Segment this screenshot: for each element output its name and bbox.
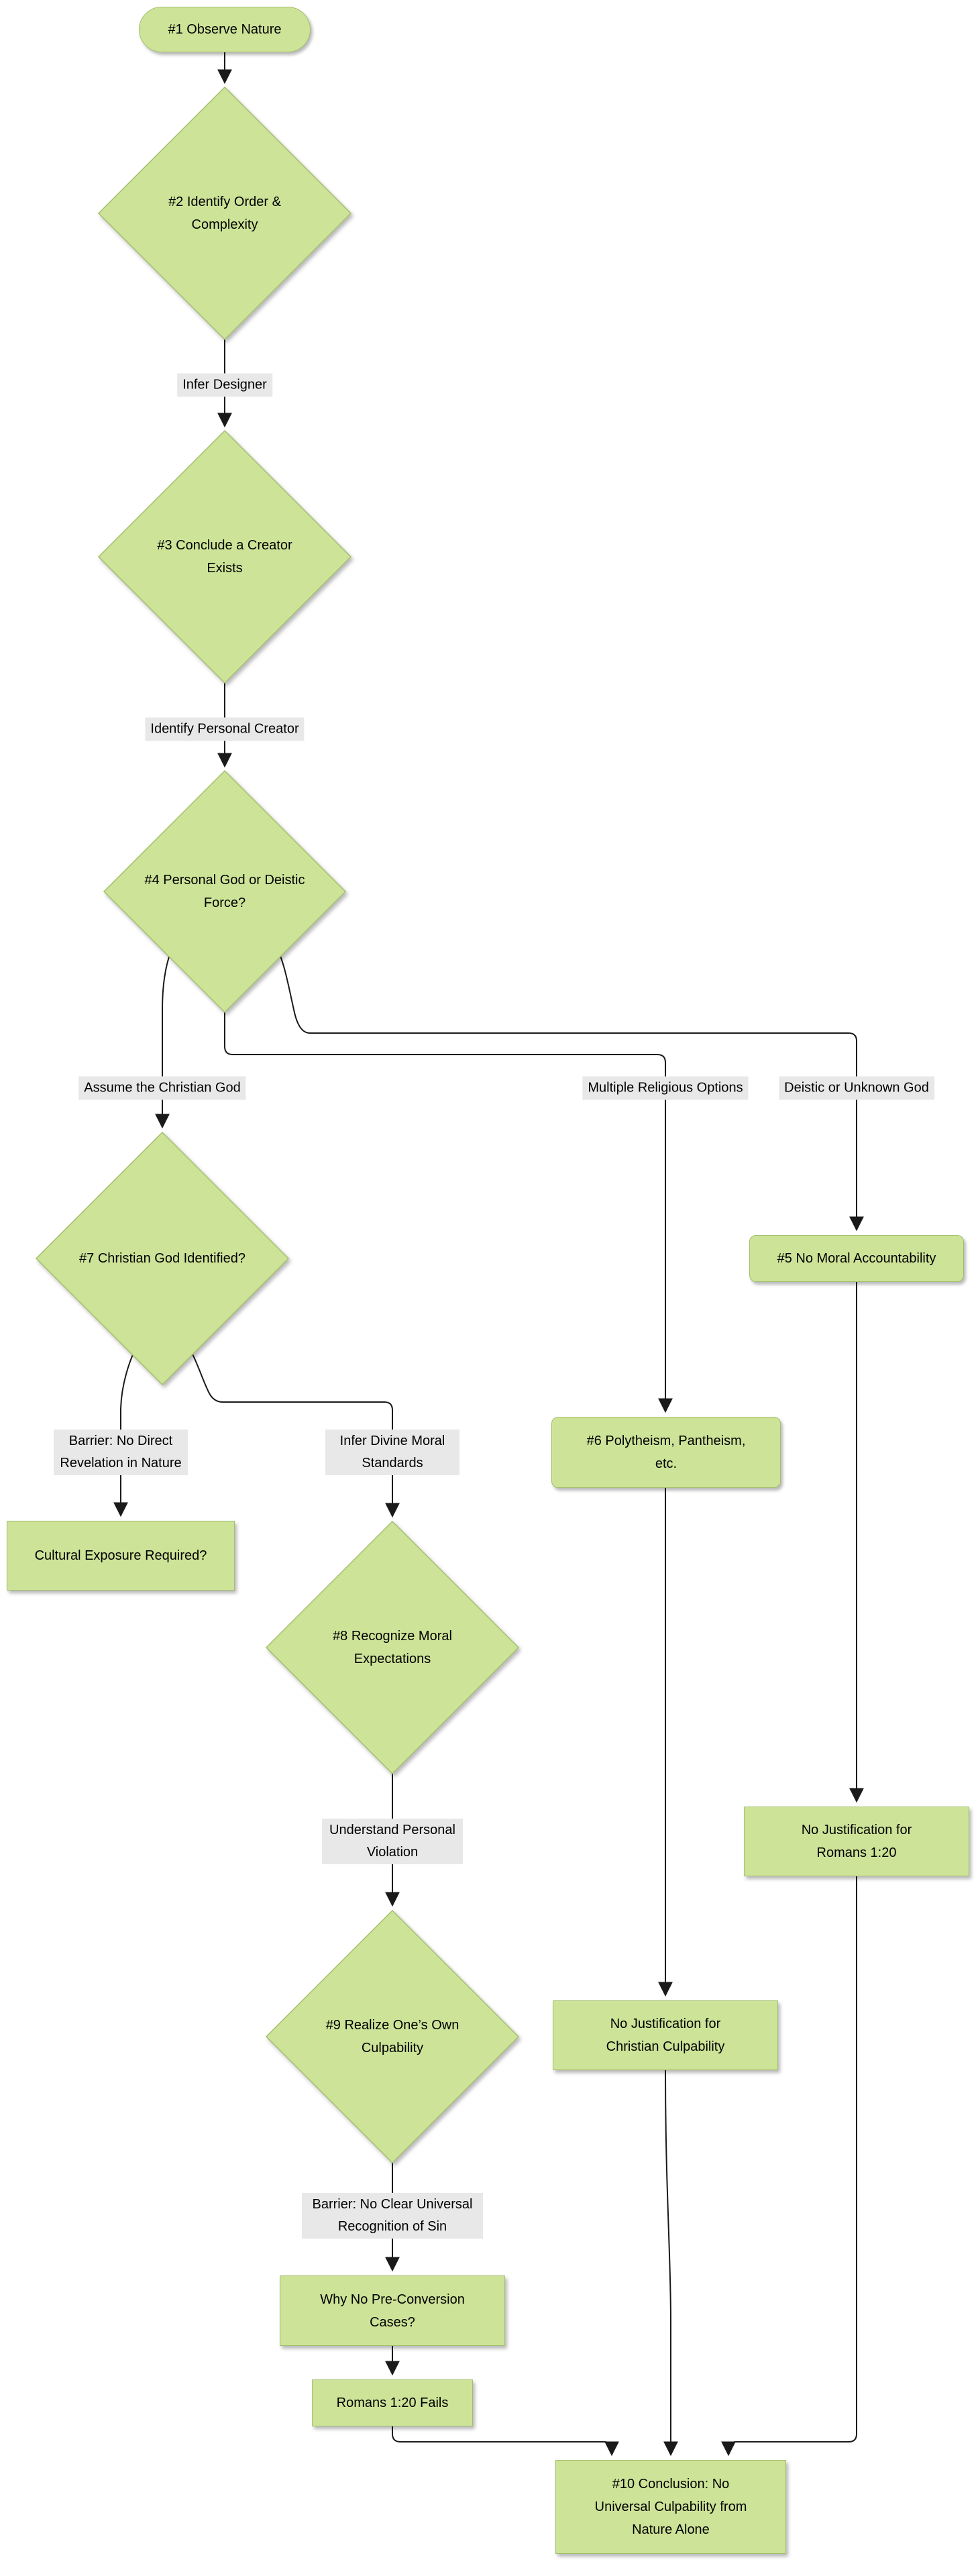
edge-label-text: Deistic or Unknown God	[784, 1080, 929, 1095]
edge-label-barrier-no-clear-universal: Barrier: No Clear Universal Recognition …	[302, 2193, 483, 2239]
edge-label-deistic-or-unknown-god: Deistic or Unknown God	[779, 1076, 934, 1100]
node-romans-fails-label: Romans 1:20 Fails	[336, 2396, 449, 2410]
node-4-personal-god-or-deistic: #4 Personal God or Deistic Force?	[134, 846, 315, 937]
node-no-justification-romans-label: No Justification for Romans 1:20	[801, 1823, 912, 1860]
node-no-justification-christian-label: No Justification for Christian Culpabili…	[606, 2017, 725, 2054]
edge-christian-god-to-cultural-exposure	[113, 1340, 140, 1517]
edge-label-text: Understand Personal Violation	[329, 1823, 455, 1860]
node-8-label: #8 Recognize Moral Expectations	[333, 1629, 452, 1666]
node-romans-fails: Romans 1:20 Fails	[312, 2379, 473, 2426]
node-6-label: #6 Polytheism, Pantheism, etc.	[586, 1434, 746, 1471]
edge-label-multiple-religious-options: Multiple Religious Options	[582, 1076, 749, 1100]
diamond-recognize-moral	[265, 1520, 520, 1775]
node-7-christian-god-identified: #7 Christian God Identified?	[48, 1213, 276, 1304]
node-5-no-moral-accountability: #5 No Moral Accountability	[749, 1235, 964, 1282]
edge-label-understand-personal-violation: Understand Personal Violation	[322, 1819, 463, 1864]
edge-label-barrier-no-direct-revelation: Barrier: No Direct Revelation in Nature	[54, 1430, 188, 1475]
edge-label-identify-personal-creator: Identify Personal Creator	[145, 717, 305, 741]
node-why-no-pre-conversion-cases: Why No Pre-Conversion Cases?	[280, 2275, 505, 2346]
node-5-label: #5 No Moral Accountability	[777, 1251, 936, 1266]
edge-label-assume-christian-god: Assume the Christian God	[78, 1076, 246, 1100]
node-1-label: #1 Observe Nature	[168, 22, 282, 37]
edge-label-text: Multiple Religious Options	[588, 1080, 743, 1095]
edge-label-text: Identify Personal Creator	[150, 721, 299, 737]
edge-label-infer-designer: Infer Designer	[177, 373, 272, 397]
diamond-identify-order	[97, 86, 352, 341]
edge-label-text: Infer Divine Moral Standards	[339, 1434, 445, 1470]
node-2-identify-order: #2 Identify Order & Complexity	[144, 168, 305, 259]
node-1-observe-nature: #1 Observe Nature	[139, 7, 311, 52]
node-3-label: #3 Conclude a Creator Exists	[157, 538, 292, 576]
edge-label-text: Infer Designer	[182, 377, 267, 392]
diamond-personal-god	[103, 769, 347, 1014]
edge-personal-god-to-no-moral-accountability	[273, 940, 864, 1232]
edge-christian-god-to-recognize-moral	[184, 1340, 400, 1518]
node-9-label: #9 Realize One’s Own Culpability	[325, 2018, 459, 2055]
node-7-label: #7 Christian God Identified?	[79, 1251, 246, 1266]
edge-label-text: Barrier: No Direct Revelation in Nature	[60, 1434, 182, 1470]
node-no-justification-romans: No Justification for Romans 1:20	[744, 1807, 969, 1876]
node-8-recognize-moral-expectations: #8 Recognize Moral Expectations	[315, 1602, 470, 1693]
edge-no-justification-romans-to-conclusion	[721, 1876, 857, 2457]
node-cultural-label: Cultural Exposure Required?	[34, 1548, 207, 1563]
node-9-realize-culpability: #9 Realize One’s Own Culpability	[312, 1991, 473, 2082]
node-4-label: #4 Personal God or Deistic Force?	[144, 873, 305, 910]
diamond-realize-culpability	[265, 1909, 520, 2164]
edge-personal-god-to-polytheism	[224, 1012, 673, 1413]
node-cultural-exposure-required: Cultural Exposure Required?	[7, 1521, 235, 1591]
diamond-christian-god	[35, 1131, 290, 1386]
edge-label-text: Barrier: No Clear Universal Recognition …	[312, 2197, 473, 2234]
node-10-conclusion: #10 Conclusion: No Universal Culpability…	[555, 2460, 786, 2554]
edge-label-infer-divine-moral-standards: Infer Divine Moral Standards	[325, 1430, 459, 1475]
edge-no-justification-christian-to-conclusion	[663, 2070, 678, 2457]
node-no-justification-christian: No Justification for Christian Culpabili…	[553, 2000, 778, 2070]
edge-label-text: Assume the Christian God	[84, 1080, 241, 1095]
node-2-label: #2 Identify Order & Complexity	[168, 195, 281, 232]
diamond-creator-exists	[97, 429, 352, 684]
node-why-no-label: Why No Pre-Conversion Cases?	[320, 2292, 465, 2330]
edge-romans-fails-to-conclusion	[392, 2426, 619, 2457]
node-3-creator-exists: #3 Conclude a Creator Exists	[144, 511, 305, 602]
node-6-polytheism-pantheism: #6 Polytheism, Pantheism, etc.	[551, 1417, 781, 1488]
node-10-label: #10 Conclusion: No Universal Culpability…	[594, 2477, 747, 2537]
